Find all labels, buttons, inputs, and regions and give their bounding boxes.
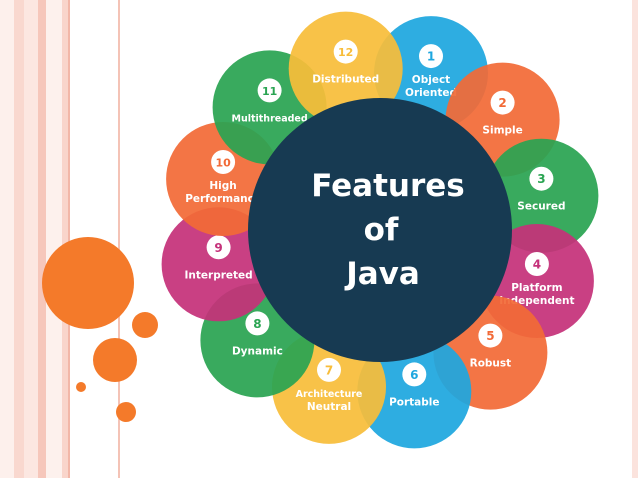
- feature-number: 7: [325, 363, 333, 377]
- feature-label: Object: [412, 74, 450, 86]
- center-circle: [248, 98, 512, 362]
- feature-label: Dynamic: [232, 345, 283, 357]
- feature-label: Distributed: [312, 74, 379, 86]
- deco-circle-small: [76, 382, 86, 392]
- feature-label: Platform: [511, 282, 562, 294]
- stripe-3: [24, 0, 38, 478]
- number-badge: [245, 311, 270, 336]
- feature-number: 11: [262, 85, 277, 98]
- feature-circle: [484, 138, 599, 253]
- number-badge: [333, 39, 358, 64]
- feature-number: 5: [486, 329, 494, 343]
- stripe-8: [118, 0, 120, 478]
- number-badge: [490, 90, 515, 115]
- number-badge: [211, 150, 236, 174]
- feature-label: Simple: [482, 125, 522, 137]
- feature-number: 1: [427, 50, 435, 64]
- feature-number: 3: [537, 172, 545, 186]
- stripe-5: [46, 0, 62, 478]
- feature-number: 10: [215, 157, 231, 170]
- feature-label: Secured: [517, 201, 565, 213]
- number-badge: [402, 362, 427, 387]
- number-badge: [257, 78, 282, 103]
- stripe-7: [68, 0, 70, 478]
- feature-number: 4: [533, 258, 541, 272]
- deco-circle-large: [42, 237, 134, 329]
- feature-label: Neutral: [307, 401, 351, 413]
- deco-circle-medium-2: [93, 338, 137, 382]
- number-badge: [317, 357, 341, 382]
- stripe-9: [632, 0, 638, 478]
- title-line-3: Java: [344, 256, 420, 292]
- stripe-2: [14, 0, 24, 478]
- number-badge: [529, 166, 554, 191]
- decorative-circles: [42, 237, 158, 422]
- deco-circle-small-2: [116, 402, 136, 422]
- stripe-6: [62, 0, 68, 478]
- feature-circle: [288, 11, 403, 126]
- number-badge: [478, 323, 503, 348]
- feature-number: 6: [410, 368, 418, 382]
- feature-label: High: [209, 180, 236, 192]
- feature-label: Oriented: [405, 87, 457, 99]
- feature-label: Multithreaded: [232, 113, 308, 124]
- feature-circle: [357, 334, 472, 449]
- feature-number: 12: [338, 46, 353, 59]
- feature-number: 2: [498, 96, 506, 110]
- feature-label: Portable: [389, 396, 439, 408]
- number-badge: [524, 252, 549, 276]
- deco-circle-medium: [132, 312, 158, 338]
- number-badge: [419, 44, 443, 69]
- stripe-4: [38, 0, 46, 478]
- title-line-2: of: [364, 212, 399, 248]
- number-badge: [206, 235, 231, 260]
- title-line-1: Features: [311, 168, 465, 204]
- center-title: Features of Java: [311, 168, 465, 292]
- feature-label: Interpreted: [185, 269, 253, 281]
- feature-number: 8: [253, 317, 261, 331]
- feature-number: 9: [214, 241, 222, 255]
- feature-circle: [161, 207, 276, 322]
- feature-label: Architecture: [296, 389, 363, 400]
- feature-label: Performance: [185, 193, 261, 205]
- stripe-1: [0, 0, 14, 478]
- feature-label: Robust: [470, 358, 512, 370]
